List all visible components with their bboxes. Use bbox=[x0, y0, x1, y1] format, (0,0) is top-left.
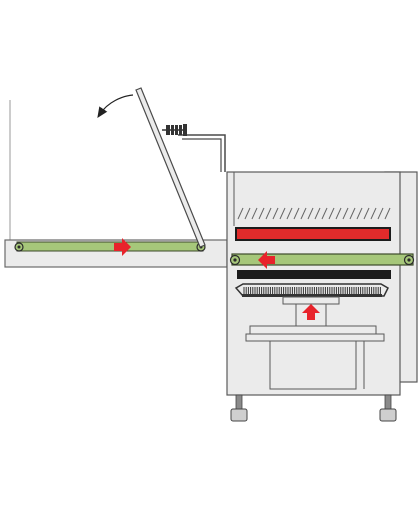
hatch-line bbox=[321, 207, 328, 220]
hatch-line bbox=[356, 207, 363, 220]
hatch-line bbox=[272, 207, 279, 220]
hatch-line bbox=[314, 207, 321, 220]
hatch-line bbox=[384, 207, 391, 220]
hinged-lid bbox=[97, 87, 226, 248]
lift-table-base bbox=[245, 333, 385, 342]
infeed-conveyor bbox=[4, 238, 228, 268]
hatch-line bbox=[265, 207, 272, 220]
hatch-line bbox=[349, 207, 356, 220]
hatch-line bbox=[370, 207, 377, 220]
lid-bracket-inner bbox=[182, 138, 222, 172]
brush-base bbox=[242, 294, 382, 297]
hatch-line bbox=[335, 207, 342, 220]
spring-icon bbox=[162, 124, 187, 136]
hatch-line bbox=[279, 207, 286, 220]
hatch-line bbox=[363, 207, 370, 220]
foot-stem bbox=[384, 394, 392, 410]
hatch-line bbox=[258, 207, 265, 220]
machine-body bbox=[226, 171, 415, 396]
curved-arrow-icon bbox=[97, 94, 134, 118]
leveling-feet bbox=[230, 394, 397, 422]
hatch-line bbox=[244, 207, 251, 220]
hatch-line bbox=[307, 207, 314, 220]
foot-stem bbox=[235, 394, 243, 410]
hatch-pattern bbox=[237, 207, 391, 220]
hatch-line bbox=[293, 207, 300, 220]
lower-platen-bar bbox=[237, 270, 391, 279]
arrow-icon bbox=[114, 238, 131, 256]
roller-hub bbox=[233, 258, 237, 262]
hatch-line bbox=[251, 207, 258, 220]
hatch-strip bbox=[235, 207, 395, 220]
hatch-line bbox=[377, 207, 384, 220]
arrow-icon bbox=[258, 251, 275, 269]
heating-element bbox=[235, 227, 391, 241]
brush-bristles bbox=[243, 287, 381, 294]
hatch-line bbox=[342, 207, 349, 220]
infeed-belt bbox=[16, 241, 204, 252]
lift-housing bbox=[269, 340, 357, 390]
roller-hub bbox=[17, 245, 21, 249]
lift-plate-top bbox=[282, 296, 340, 305]
lid-bracket bbox=[178, 134, 226, 172]
hatch-line bbox=[286, 207, 293, 220]
foot-pad bbox=[230, 408, 248, 422]
foot-pad bbox=[379, 408, 397, 422]
arrow-icon bbox=[302, 304, 320, 320]
lift-table bbox=[249, 325, 377, 335]
hatch-line bbox=[300, 207, 307, 220]
hatch-line bbox=[237, 207, 244, 220]
roller-hub bbox=[407, 258, 411, 262]
lid-arm bbox=[135, 87, 206, 248]
hatch-line bbox=[328, 207, 335, 220]
